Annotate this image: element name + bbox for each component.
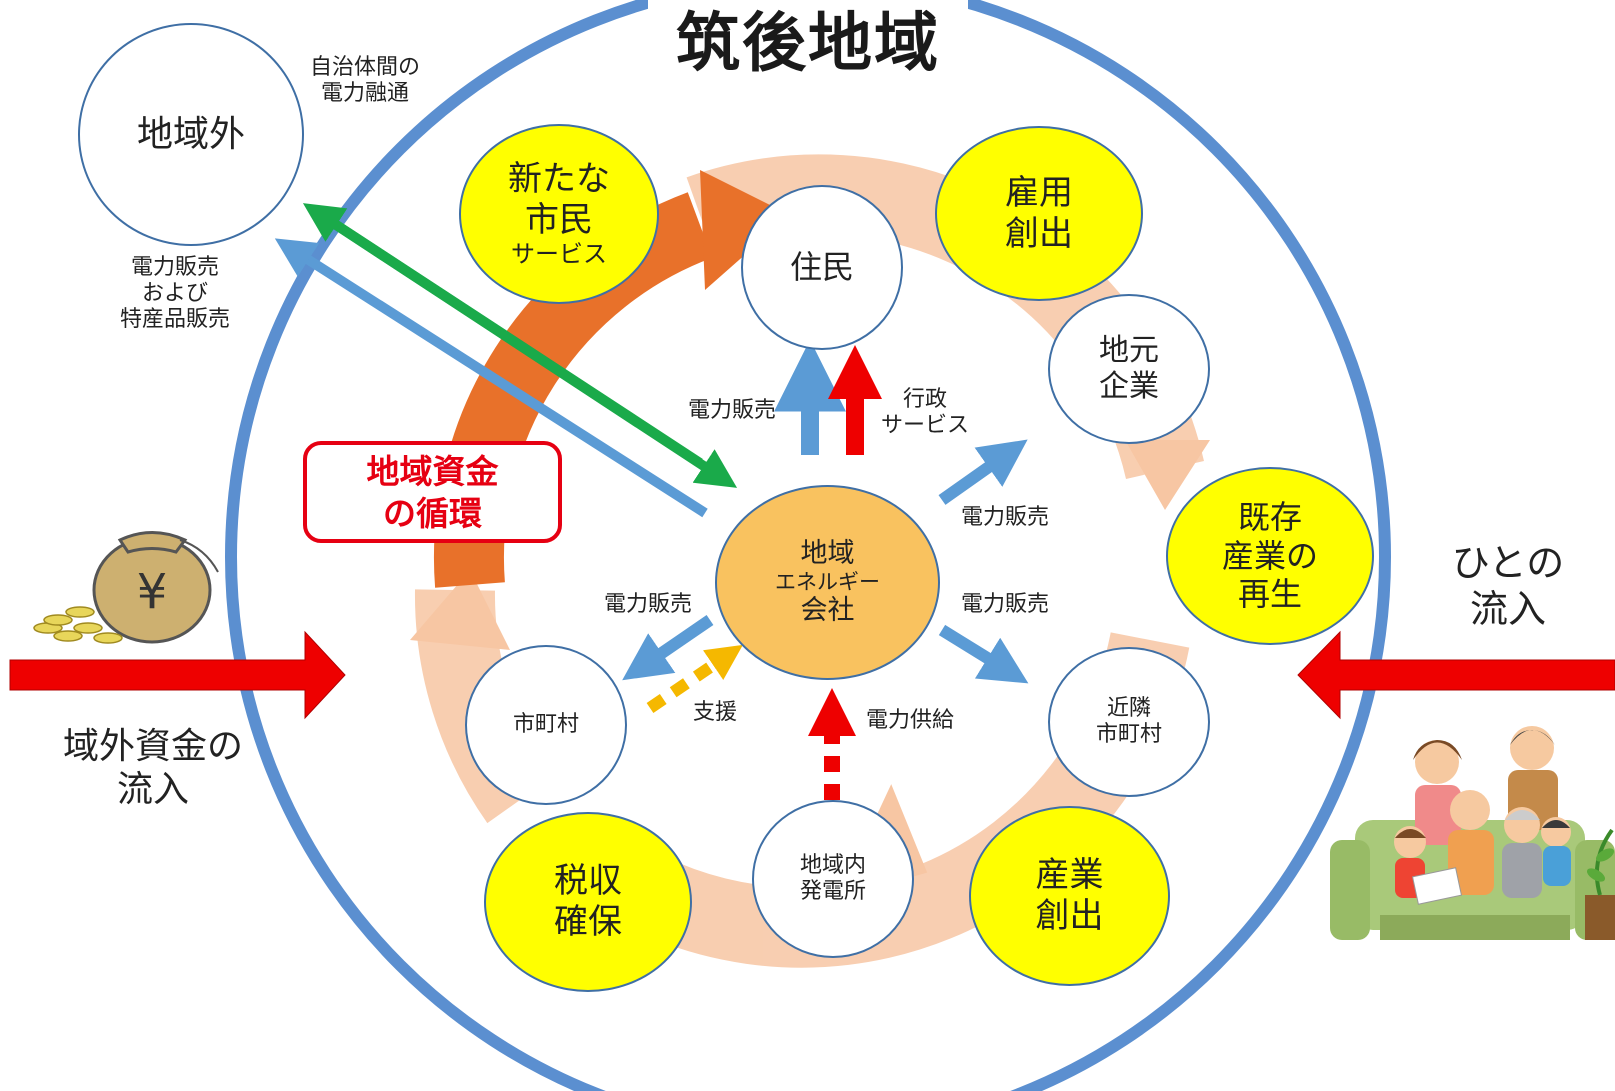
- benefit-industry-revival-label: 既存 産業の 再生: [1221, 498, 1318, 614]
- center-line2: エネルギー: [775, 569, 880, 594]
- node-power-plant: 地域内 発電所: [752, 800, 914, 958]
- node-residents: 住民: [741, 185, 903, 350]
- label-sales-neighbor: 電力販売: [960, 592, 1049, 617]
- arrow-sales-to-outside: [274, 238, 708, 518]
- cycle-arrowhead-lower-left: [410, 570, 510, 650]
- benefit-industry-creation-label: 産業 創出: [1035, 855, 1104, 936]
- cycle-arrowhead-top: [700, 170, 790, 290]
- node-power-plant-label: 地域内 発電所: [799, 852, 866, 904]
- benefit-industry-revival: 既存 産業の 再生: [1166, 467, 1374, 645]
- arrow-sales-neighbor: [938, 624, 1029, 684]
- benefit-tax-revenue-label: 税収 確保: [554, 861, 622, 942]
- arrow-exchange-outside-reverse: [302, 203, 703, 468]
- benefit-new-services-line2: 市民: [525, 199, 593, 240]
- benefit-new-services-line3: サービス: [511, 240, 607, 269]
- label-sales-residents: 電力販売: [687, 398, 776, 423]
- node-neighbor-municipality-label: 近隣 市町村: [1095, 695, 1162, 747]
- arrow-support: [646, 644, 743, 713]
- arrow-sales-business: [938, 439, 1028, 505]
- money-bag-yen-icon: ¥: [92, 531, 219, 644]
- label-support: 支援: [692, 700, 737, 725]
- label-admin-service: 行政 サービス: [880, 387, 969, 438]
- node-municipality: 市町村: [465, 645, 627, 805]
- label-people-inflow: ひとの 流入: [1451, 541, 1565, 631]
- benefit-employment: 雇用 創出: [935, 126, 1143, 301]
- benefit-new-services: 新たな 市民 サービス: [459, 124, 659, 304]
- node-outside-region: 地域外: [78, 23, 304, 246]
- cycle-arrowhead-right: [1125, 440, 1210, 510]
- center-line3: 会社: [800, 595, 855, 627]
- region-boundary-ring: [225, 0, 1391, 1091]
- label-sales-municipality: 電力販売: [603, 592, 692, 617]
- benefit-employment-label: 雇用 創出: [1005, 172, 1073, 254]
- arrow-sales-municipality: [622, 615, 714, 681]
- benefit-industry-creation: 産業 創出: [969, 806, 1170, 986]
- label-funds-inflow: 域外資金の 流入: [62, 726, 243, 811]
- arrow-people-inflow: [1297, 630, 1615, 720]
- potted-plant-icon: [1585, 828, 1615, 940]
- note-sales-and-products: 電力販売 および 特産品販売: [119, 255, 230, 332]
- node-residents-label: 住民: [789, 248, 854, 287]
- note-intermunicipal-power: 自治体間の 電力融通: [309, 55, 420, 106]
- node-municipality-label: 市町村: [512, 711, 579, 737]
- label-power-supply: 電力供給: [865, 708, 954, 733]
- family-on-sofa-illustration: [1330, 726, 1615, 940]
- node-local-business: 地元 企業: [1048, 294, 1210, 444]
- page-title: 筑後地域: [648, 0, 968, 90]
- arrow-funds-inflow: [9, 630, 346, 720]
- node-outside-label: 地域外: [136, 113, 245, 155]
- center-line1: 地域: [800, 537, 855, 569]
- fund-circulation-label: 地域資金 の循環: [303, 441, 562, 543]
- node-regional-energy-company: 地域 エネルギー 会社: [715, 485, 940, 680]
- benefit-new-services-line1: 新たな: [508, 158, 610, 199]
- node-local-business-label: 地元 企業: [1099, 333, 1159, 404]
- coins-icon: [33, 606, 123, 644]
- label-sales-business: 電力販売: [960, 505, 1049, 530]
- benefit-tax-revenue: 税収 確保: [484, 812, 692, 992]
- svg-text:¥: ¥: [137, 564, 168, 620]
- node-neighbor-municipality: 近隣 市町村: [1048, 647, 1210, 797]
